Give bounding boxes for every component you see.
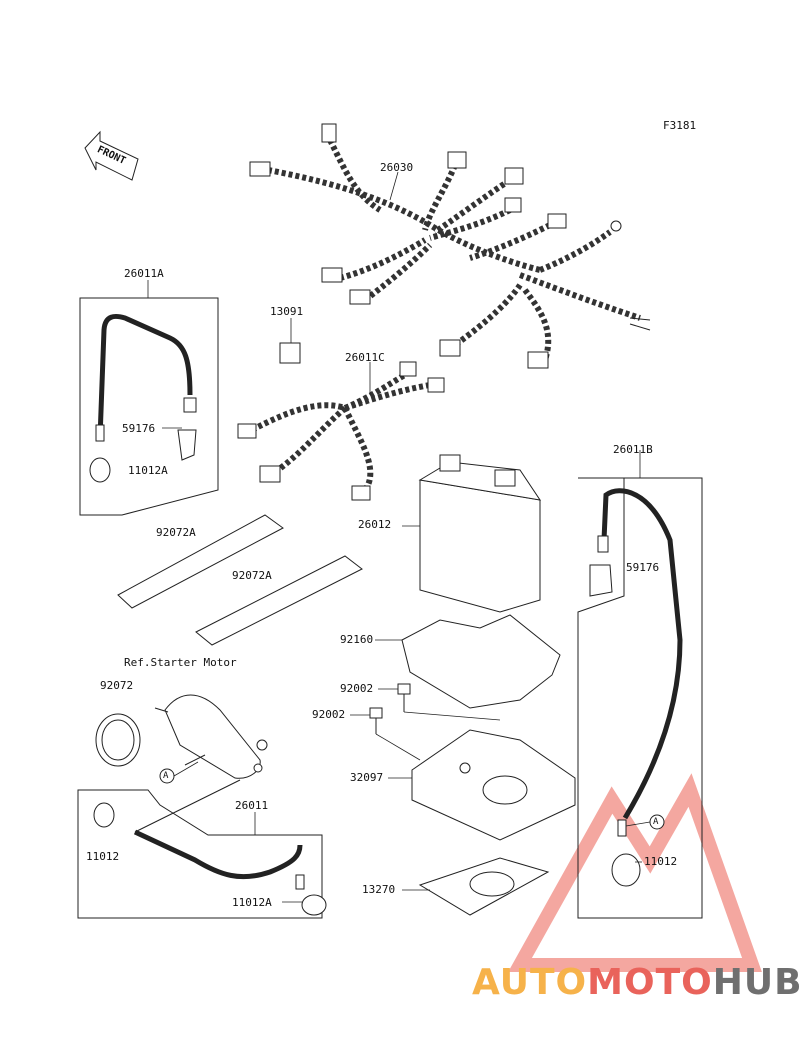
part-13091: [279, 342, 301, 364]
front-arrow-icon: [84, 130, 139, 181]
band-92072: [95, 713, 141, 767]
label-26011B: 26011B: [613, 443, 653, 456]
cable-26011: [93, 779, 327, 916]
label-92160: 92160: [340, 633, 374, 646]
label-11012A-bottom: 11012A: [232, 896, 272, 909]
box-26011A: [79, 297, 219, 516]
label-92002-1: 92002: [340, 682, 374, 695]
main-harness-26030: [267, 138, 641, 361]
label-26012: 26012: [358, 518, 392, 531]
label-26011A: 26011A: [124, 267, 164, 280]
connectors-26011C: [237, 361, 445, 501]
label-26030: 26030: [380, 161, 414, 174]
ref-note: Ref.Starter Motor: [124, 656, 237, 669]
label-92072: 92072: [100, 679, 134, 692]
label-59176-left: 59176: [122, 422, 156, 435]
callout-a-right: A: [653, 817, 659, 827]
watermark-triangle: [508, 773, 762, 972]
box-26011: [77, 789, 323, 919]
pad-92160: [401, 614, 561, 709]
label-13270: 13270: [362, 883, 396, 896]
watermark-moto: MOTO: [587, 962, 713, 1003]
label-59176-right: 59176: [626, 561, 660, 574]
label-11012A-top: 11012A: [128, 464, 168, 477]
battery-26012: [418, 454, 542, 613]
watermark-auto: AUTO: [472, 962, 588, 1003]
label-92002-2: 92002: [312, 708, 346, 721]
watermark-logo: AUTOMOTOHUB: [472, 962, 800, 1003]
cable-26011B: [589, 488, 683, 887]
label-13091: 13091: [270, 305, 304, 318]
bands-92072A: [117, 514, 363, 646]
label-92072A-1: 92072A: [156, 526, 196, 539]
label-26011C: 26011C: [345, 351, 385, 364]
label-32097: 32097: [350, 771, 384, 784]
sub-harness-26011C: [250, 369, 431, 492]
label-11012-left: 11012: [86, 850, 120, 863]
connectors-26030: [249, 123, 651, 369]
figure-code: F3181: [663, 119, 697, 132]
cable-26011A: [89, 314, 197, 483]
label-92072A-2: 92072A: [232, 569, 272, 582]
starter-motor: [154, 694, 268, 779]
watermark-hub: HUB: [712, 962, 800, 1003]
callout-a-left: A: [163, 771, 169, 781]
box-26011B: [577, 477, 703, 919]
label-26011: 26011: [235, 799, 269, 812]
case-32097: [411, 729, 576, 841]
label-11012-right: 11012: [644, 855, 678, 868]
leader-lines: [147, 171, 642, 903]
plate-13270: [418, 857, 550, 916]
bolts-92002: [369, 683, 411, 734]
